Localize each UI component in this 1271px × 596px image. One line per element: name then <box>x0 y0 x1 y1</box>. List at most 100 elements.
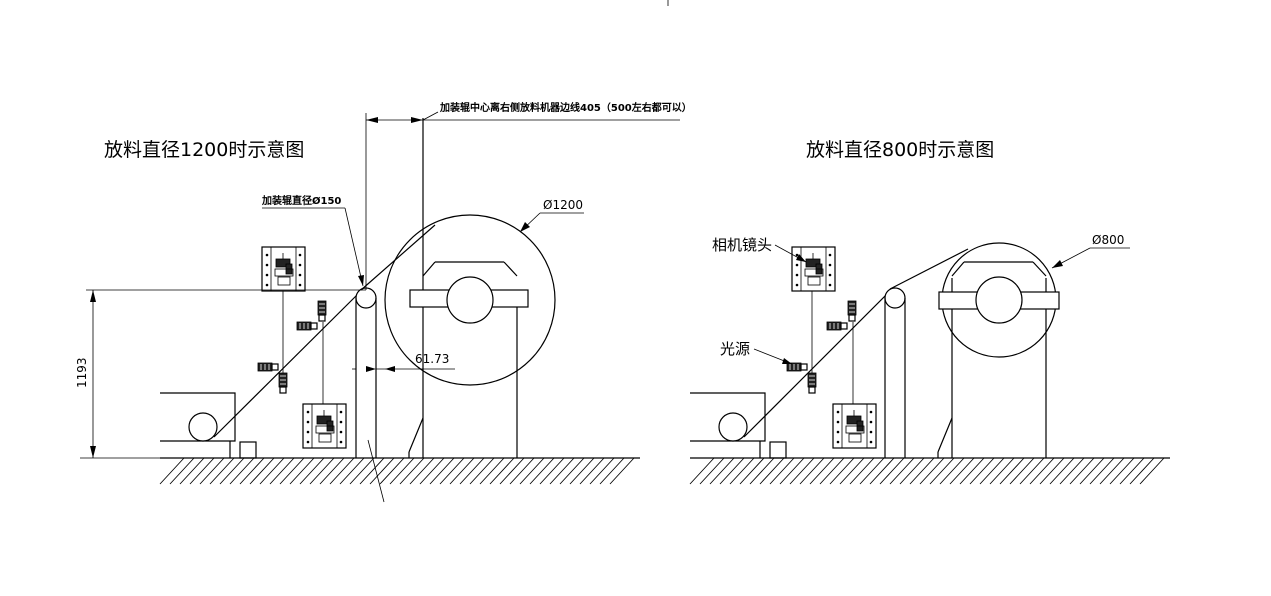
hatch-line <box>559 457 585 485</box>
gap-dimension: 61.73 <box>415 352 449 366</box>
hatch-line <box>1039 457 1065 485</box>
hatch-line <box>539 457 565 485</box>
left-panel: 放料直径1200时示意图 <box>75 101 692 503</box>
hatch-line <box>769 457 795 485</box>
hatch-line <box>1099 457 1125 485</box>
hatch-line <box>809 457 835 485</box>
hatch-line <box>689 457 715 485</box>
hatch-line <box>899 457 925 485</box>
hatch-line <box>729 457 755 485</box>
hatch-line <box>159 457 185 485</box>
hatch-line <box>579 457 605 485</box>
ground-hatch-right <box>689 457 1165 485</box>
hatch-line <box>209 457 235 485</box>
hatch-line <box>439 457 465 485</box>
hatch-line <box>189 457 215 485</box>
hatch-line <box>349 457 375 485</box>
hatch-line <box>1109 457 1135 485</box>
hatch-line <box>299 457 325 485</box>
hatch-line <box>269 457 295 485</box>
hatch-line <box>829 457 855 485</box>
diameter-800-label: Ø800 <box>1092 233 1124 247</box>
hatch-line <box>599 457 625 485</box>
hatch-line <box>529 457 555 485</box>
hatch-line <box>1139 457 1165 485</box>
hatch-line <box>199 457 225 485</box>
hatch-line <box>979 457 1005 485</box>
hatch-line <box>469 457 495 485</box>
ground-hatch-left <box>159 457 635 485</box>
hatch-line <box>879 457 905 485</box>
hatch-line <box>249 457 275 485</box>
hatch-line <box>429 457 455 485</box>
hatch-line <box>389 457 415 485</box>
hatch-line <box>399 457 425 485</box>
hatch-line <box>609 457 635 485</box>
light-source-label: 光源 <box>720 340 750 358</box>
hatch-line <box>339 457 365 485</box>
hatch-line <box>959 457 985 485</box>
hatch-line <box>1119 457 1145 485</box>
hatch-line <box>549 457 575 485</box>
hatch-line <box>999 457 1025 485</box>
hatch-line <box>309 457 335 485</box>
hatch-line <box>499 457 525 485</box>
diameter-1200-label: Ø1200 <box>543 198 583 212</box>
right-panel-title: 放料直径800时示意图 <box>806 139 994 161</box>
hatch-line <box>459 457 485 485</box>
hatch-line <box>849 457 875 485</box>
hatch-line <box>1009 457 1035 485</box>
hatch-line <box>449 457 475 485</box>
hatch-line <box>1019 457 1045 485</box>
hatch-line <box>479 457 505 485</box>
hatch-line <box>589 457 615 485</box>
hatch-line <box>1059 457 1085 485</box>
hatch-line <box>409 457 435 485</box>
hatch-line <box>239 457 265 485</box>
hatch-line <box>699 457 725 485</box>
hatch-line <box>749 457 775 485</box>
height-dimension: 1193 <box>75 357 89 388</box>
hatch-line <box>779 457 805 485</box>
hatch-line <box>519 457 545 485</box>
hatch-line <box>1049 457 1075 485</box>
left-panel-title: 放料直径1200时示意图 <box>104 139 304 161</box>
hatch-line <box>319 457 345 485</box>
hatch-line <box>179 457 205 485</box>
hatch-line <box>819 457 845 485</box>
hatch-line <box>949 457 975 485</box>
right-panel: 放料直径800时示意图 <box>689 139 1170 485</box>
hatch-line <box>379 457 405 485</box>
hatch-line <box>1079 457 1105 485</box>
hatch-line <box>259 457 285 485</box>
hatch-line <box>419 457 445 485</box>
hatch-line <box>289 457 315 485</box>
hatch-line <box>839 457 865 485</box>
hatch-line <box>719 457 745 485</box>
hatch-line <box>219 457 245 485</box>
hatch-line <box>229 457 255 485</box>
hatch-line <box>799 457 825 485</box>
camera-lens-label: 相机镜头 <box>712 236 772 254</box>
hatch-line <box>939 457 965 485</box>
hatch-line <box>169 457 195 485</box>
hatch-line <box>909 457 935 485</box>
hatch-line <box>989 457 1015 485</box>
hatch-line <box>329 457 355 485</box>
hatch-line <box>709 457 735 485</box>
hatch-line <box>929 457 955 485</box>
hatch-line <box>759 457 785 485</box>
hatch-line <box>279 457 305 485</box>
hatch-line <box>509 457 535 485</box>
hatch-line <box>1069 457 1095 485</box>
hatch-line <box>1029 457 1055 485</box>
hatch-line <box>889 457 915 485</box>
hatch-line <box>1089 457 1115 485</box>
hatch-line <box>1129 457 1155 485</box>
hatch-line <box>359 457 385 485</box>
hatch-line <box>969 457 995 485</box>
hatch-line <box>859 457 885 485</box>
roller-note: 加装辊直径Ø150 <box>261 194 341 207</box>
hatch-line <box>569 457 595 485</box>
